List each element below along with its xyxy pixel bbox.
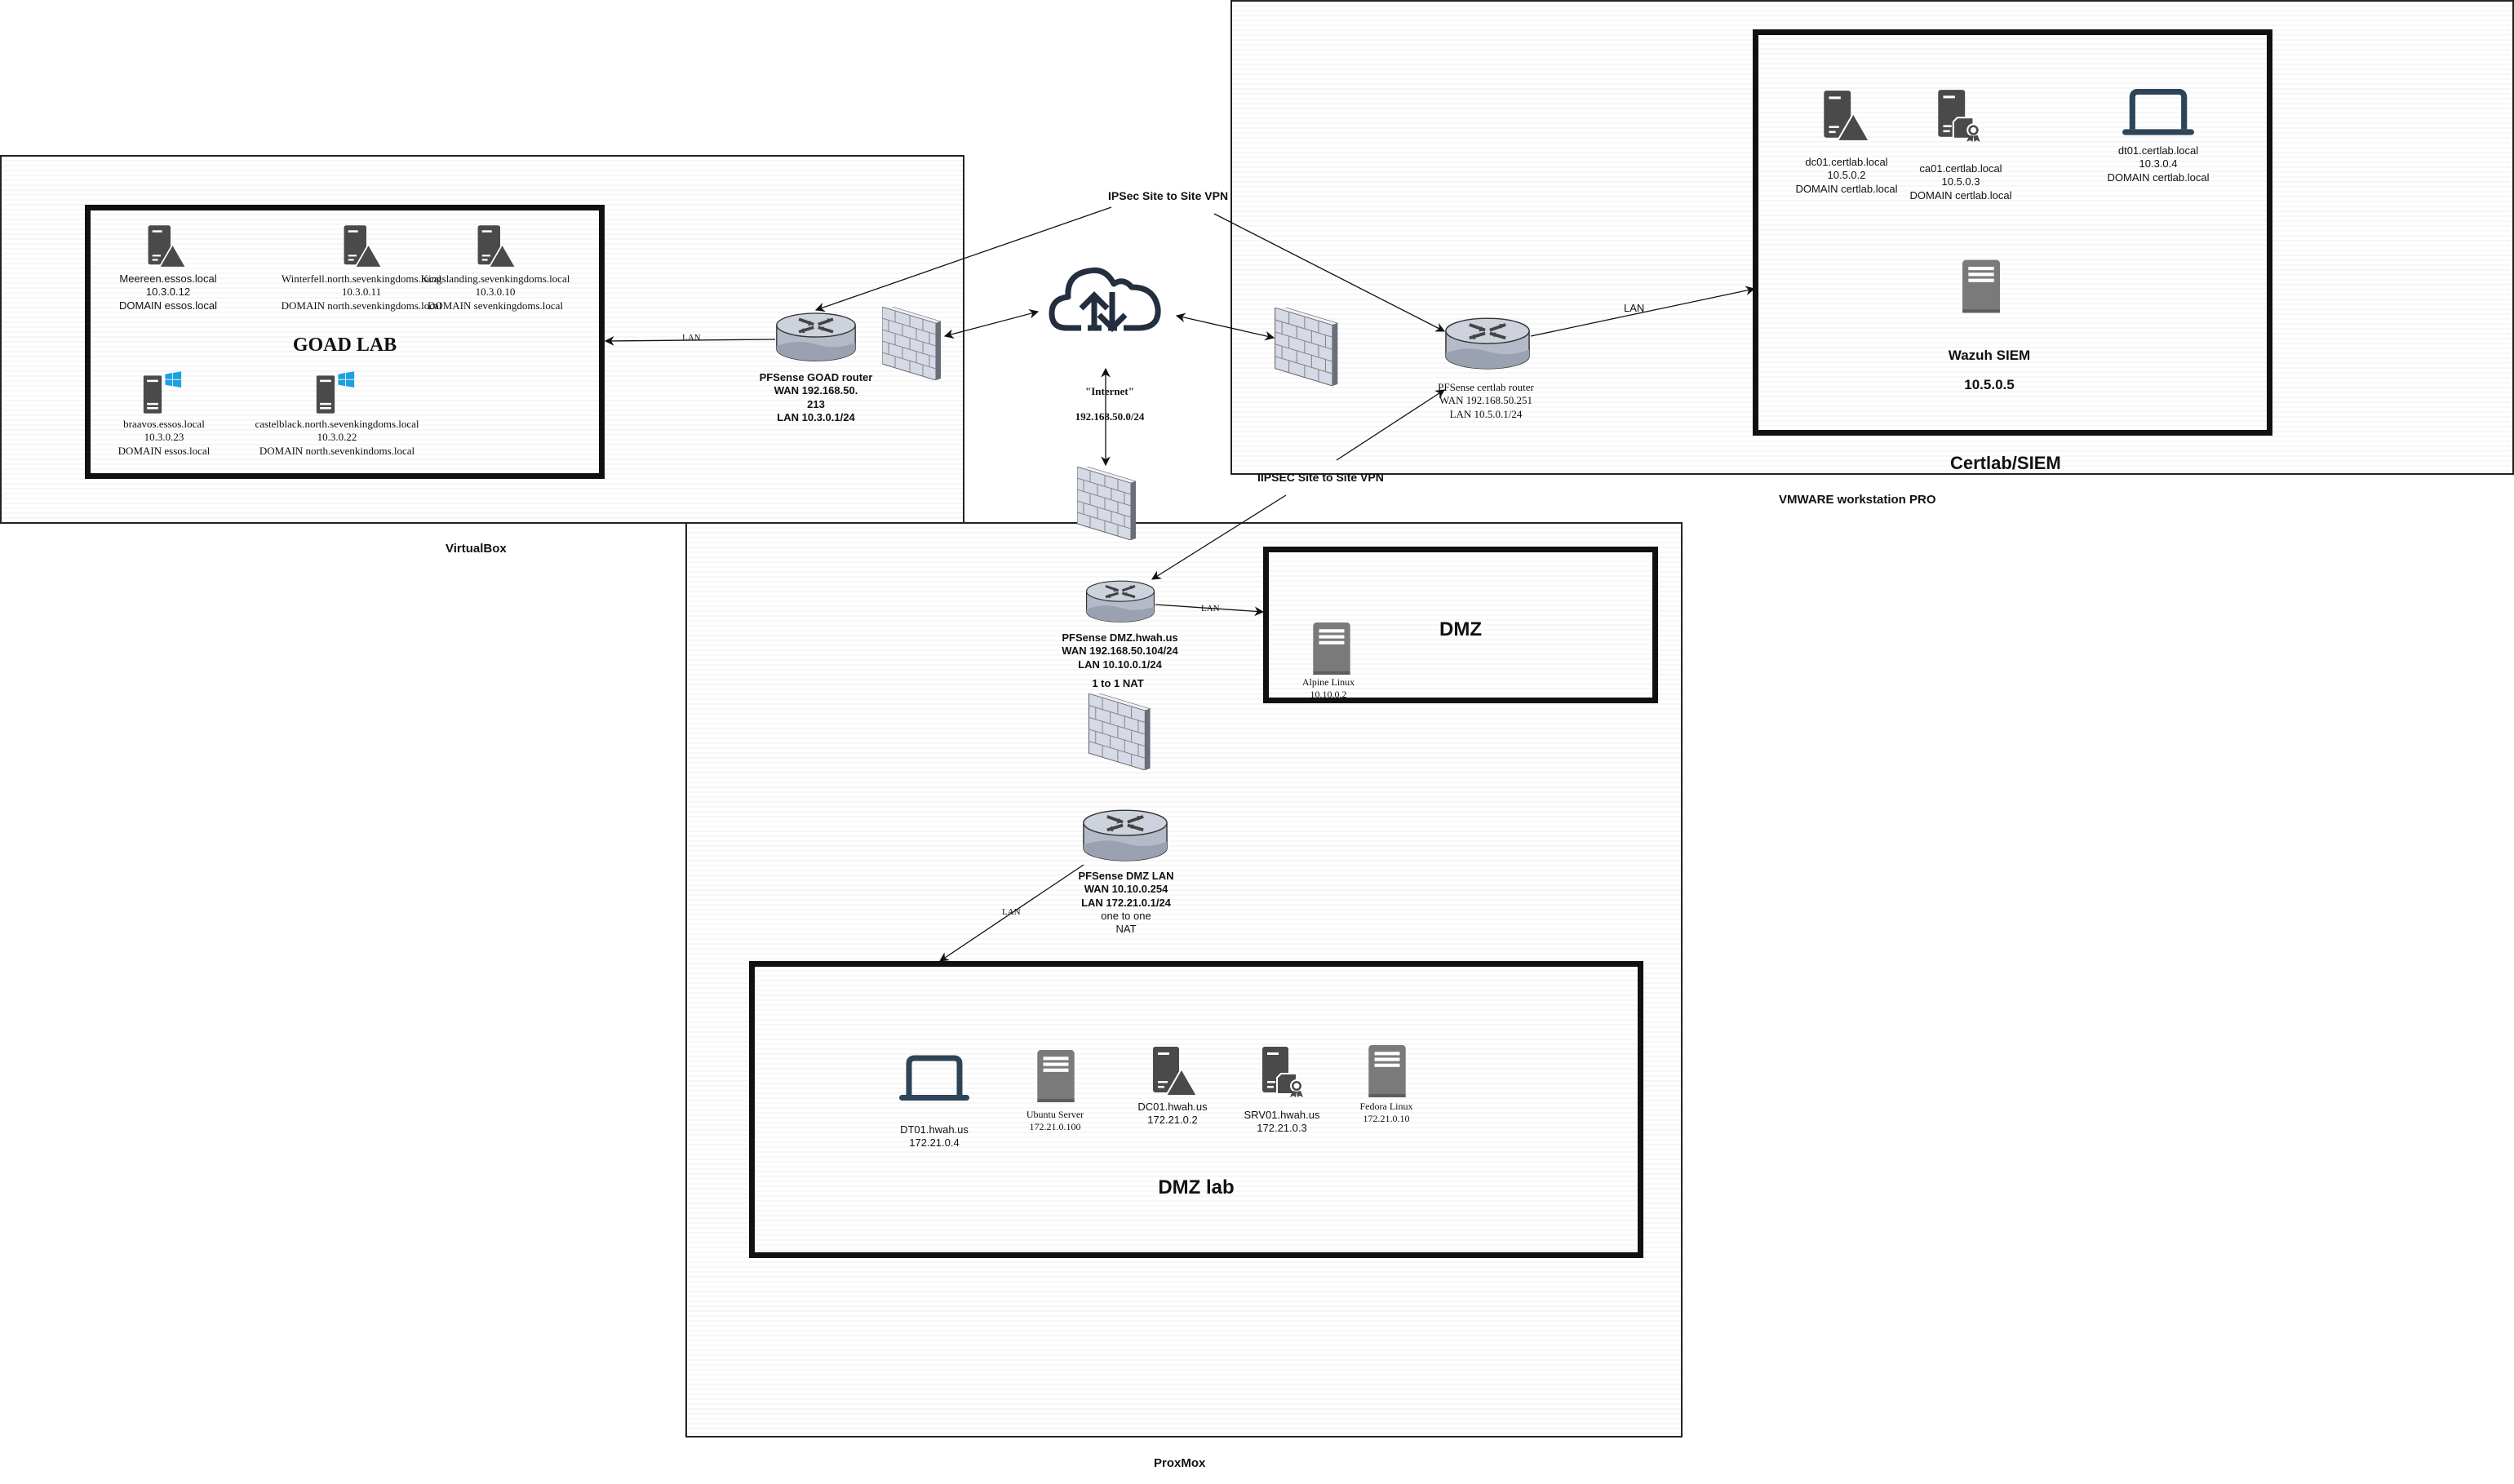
domain-controller-icon [471, 224, 520, 269]
vpn-bottom-label: IIPSEC Site to Site VPN [1257, 471, 1384, 484]
host-domain: DOMAIN essos.local [119, 299, 217, 312]
dmz-title: DMZ [1439, 618, 1482, 640]
certlab-firewall-icon[interactable] [1274, 308, 1339, 386]
host-ip: 10.5.0.2 [1827, 169, 1866, 182]
wazuh-siem-name: Wazuh SIEM [1948, 348, 2031, 363]
goad-router-icon[interactable] [775, 312, 857, 364]
host-name: ca01.certlab.local [1919, 162, 2002, 175]
certlab-router-icon[interactable] [1444, 316, 1531, 373]
certificate-server-icon [1254, 1045, 1311, 1099]
host-name: DC01.hwah.us [1137, 1101, 1208, 1113]
server-icon [1313, 622, 1350, 675]
host-name: Winterfell.north.sevenkingdoms.local [281, 272, 442, 285]
server-icon [1037, 1050, 1075, 1102]
goad-lab-title: GOAD LAB [292, 334, 397, 356]
certificate-server-icon [1930, 76, 1989, 156]
certlab-router-label: PFSense certlab router WAN 192.168.50.25… [1438, 381, 1534, 420]
host-ip: 10.3.0.11 [341, 286, 382, 299]
host-ip: 10.3.0.10 [475, 286, 516, 299]
host-name: Alpine Linux [1301, 676, 1355, 688]
dmz-lab-title: DMZ lab [1158, 1176, 1235, 1198]
host-ip: 172.21.0.10 [1363, 1113, 1410, 1124]
goad-lab-box: GOAD LAB Meereen.essos.local 10.3.0.12 D… [85, 205, 605, 479]
host-name: Kingslanding.sevenkingdoms.local [420, 272, 570, 285]
host-ip: 10.5.0.3 [1941, 175, 1980, 188]
goad-router-label: PFSense GOAD router WAN 192.168.50. 213 … [759, 371, 873, 423]
nat-firewall-icon[interactable] [1088, 693, 1151, 770]
goad-firewall-icon[interactable] [882, 307, 941, 380]
host-domain: DOMAIN sevenkingdoms.local [427, 299, 564, 312]
windows-server-icon [311, 370, 360, 414]
nat-label: 1 to 1 NAT [1092, 677, 1144, 689]
host-name: DT01.hwah.us [900, 1123, 969, 1136]
internet-cloud-icon[interactable] [1049, 263, 1163, 336]
host-name: dc01.certlab.local [1805, 156, 1888, 168]
server-icon [1962, 241, 2000, 332]
internet-label: "Internet" [1085, 385, 1134, 397]
host-ip: 10.10.0.2 [1310, 689, 1347, 700]
host-name: braavos.essos.local [123, 418, 205, 430]
dmz-box: DMZ Alpine Linux 10.10.0.2 [1263, 547, 1658, 703]
host-ip: 172.21.0.3 [1257, 1122, 1307, 1135]
dmz-lab-lan-label: LAN [1002, 907, 1021, 917]
dmz-lan-router-icon[interactable] [1082, 808, 1168, 865]
dmz-router-label: PFSense DMZ.hwah.us WAN 192.168.50.104/2… [1062, 631, 1178, 671]
dmz-lab-box: DMZ lab DT01.hwah.us 172.21.0.4 Ubuntu S… [749, 961, 1643, 1258]
dmz-lan-router-label: PFSense DMZ LAN WAN 10.10.0.254 LAN 172.… [1078, 870, 1174, 935]
certlab-title: Certlab/SIEM [1950, 453, 2061, 473]
certlab-lan-label: LAN [1624, 302, 1645, 314]
vmware-label: VMWARE workstation PRO [1779, 493, 1936, 507]
host-ip: 10.3.0.22 [317, 431, 357, 444]
host-ip: 10.3.0.23 [144, 431, 184, 444]
host-ip: 10.3.0.4 [2139, 157, 2178, 171]
dmz-lan-label: LAN [1201, 604, 1220, 614]
domain-controller-icon [141, 224, 190, 269]
virtualbox-label: VirtualBox [446, 542, 507, 556]
host-name: Meereen.essos.local [119, 272, 217, 285]
host-ip: 172.21.0.100 [1029, 1121, 1081, 1132]
windows-server-icon [138, 370, 187, 414]
host-domain: DOMAIN north.sevenkingdoms.local [281, 299, 442, 312]
wazuh-siem-ip: 10.5.0.5 [1964, 377, 2015, 392]
host-name: Ubuntu Server [1026, 1109, 1084, 1120]
laptop-icon [2121, 89, 2196, 140]
domain-controller-icon [337, 224, 386, 269]
host-name: Fedora Linux [1359, 1101, 1413, 1112]
vpn-top-label: IPSec Site to Site VPN [1108, 189, 1229, 202]
host-name: castelblack.north.sevenkingdoms.local [255, 418, 419, 430]
host-domain: DOMAIN certlab.local [1909, 188, 2012, 202]
proxmox-firewall-icon[interactable] [1077, 467, 1136, 540]
host-domain: DOMAIN certlab.local [1795, 182, 1898, 195]
internet-subnet: 192.168.50.0/24 [1075, 410, 1145, 423]
domain-controller-icon [1145, 1045, 1202, 1097]
host-ip: 172.21.0.4 [909, 1136, 960, 1150]
host-domain: DOMAIN certlab.local [2107, 171, 2210, 184]
proxmox-label: ProxMox [1154, 1456, 1206, 1470]
certlab-box: dc01.certlab.local 10.5.0.2 DOMAIN certl… [1753, 29, 2272, 436]
dmz-router-icon[interactable] [1085, 578, 1155, 626]
host-domain: DOMAIN north.sevenkindoms.local [259, 444, 415, 457]
host-name: dt01.certlab.local [2117, 144, 2199, 157]
host-ip: 10.3.0.12 [145, 286, 191, 299]
host-domain: DOMAIN essos.local [117, 444, 211, 457]
laptop-icon [898, 1055, 971, 1105]
domain-controller-icon [1816, 79, 1874, 153]
goad-lan-label: LAN [681, 333, 703, 344]
server-icon [1368, 1045, 1406, 1097]
host-name: SRV01.hwah.us [1244, 1109, 1320, 1121]
host-ip: 172.21.0.2 [1147, 1114, 1198, 1127]
